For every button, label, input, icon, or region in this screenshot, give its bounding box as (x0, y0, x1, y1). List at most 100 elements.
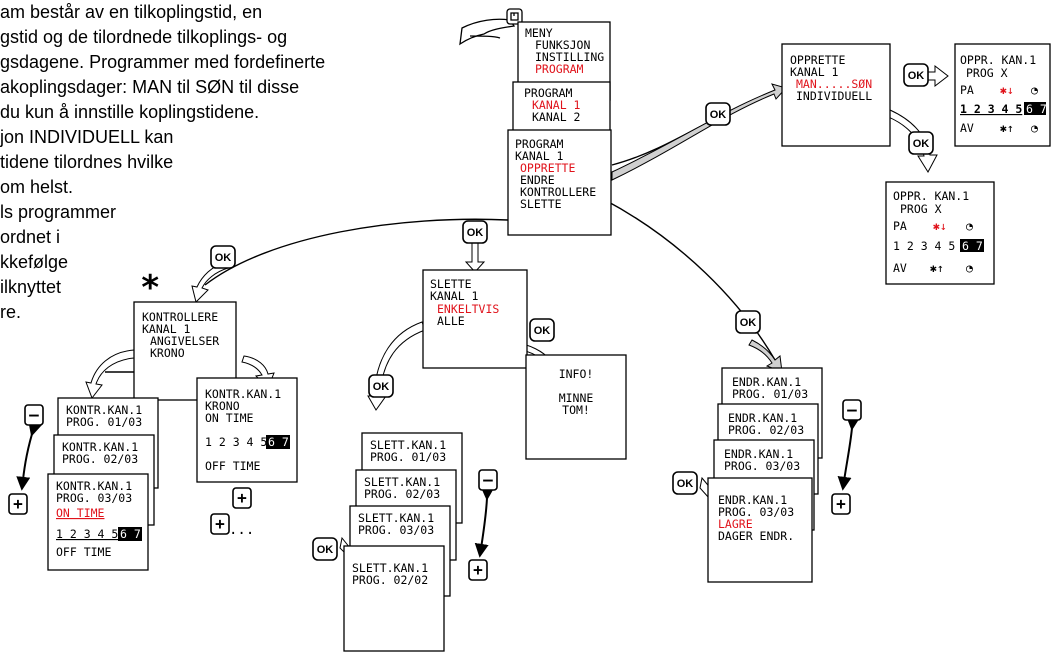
screen-line: 6 7 (1026, 102, 1047, 116)
screen-kontr-3: KONTR.KAN.1 PROG. 03/03 ON TIME 1 2 3 4 … (48, 474, 148, 570)
screen-line: PROG. 02/03 (62, 452, 138, 466)
ok-label: OK (373, 381, 390, 393)
screen-line: PROG X (900, 202, 942, 216)
moon-icon: ✱↑ (1000, 121, 1014, 135)
minus-label: – (847, 400, 857, 419)
ok-button[interactable]: OK (530, 319, 554, 341)
ok-button[interactable]: OK (313, 538, 337, 560)
minus-label: – (29, 405, 39, 424)
scroll-arrow-kontr (22, 434, 32, 488)
plus-label: + (836, 494, 846, 513)
sun-icon: ✱↓ (933, 219, 947, 233)
ok-label: OK (467, 227, 484, 239)
screen-line: TOM! (562, 403, 590, 417)
screen-slett-4: SLETT.KAN.1 PROG. 02/02 (344, 546, 444, 651)
ok-label: OK (908, 70, 925, 82)
hand-press-icon (460, 9, 522, 44)
ok-label: OK (740, 317, 757, 329)
ok-button[interactable]: OK (463, 221, 487, 243)
screen-krono: KONTR.KAN.1 KRONO ON TIME 1 2 3 4 5 6 7 … (197, 378, 297, 482)
screen-line: 1 2 3 4 5 (56, 527, 118, 541)
ok-label: OK (913, 138, 930, 150)
screen-oppr-b: OPPR. KAN.1 PROG X PA ✱↓ ◔ 1 2 3 4 5 6 7… (886, 182, 994, 284)
plus-label: + (237, 488, 247, 507)
scroll-arrow-endr (843, 428, 852, 488)
ellipsis-text: ... (229, 522, 254, 538)
clock-icon: ◔ (1031, 121, 1038, 135)
screen-line: KANAL 1 (430, 289, 479, 303)
screen-line: INFO! (559, 367, 594, 381)
screen-line: PROG X (966, 66, 1008, 80)
arrow-to-slette (466, 240, 484, 272)
ok-label: OK (534, 325, 551, 337)
screen-line: OPPR. KAN.1 (960, 53, 1036, 67)
screen-endr-4: ENDR.KAN.1 PROG. 03/03 LAGRE DAGER ENDR. (708, 478, 812, 582)
ok-button[interactable]: OK (673, 472, 697, 494)
ok-label: OK (677, 478, 694, 490)
screen-program-kanal: PROGRAM KANAL 1 OPPRETTE ENDRE KONTROLLE… (508, 130, 611, 235)
ok-label: OK (710, 109, 727, 121)
plus-button[interactable]: + (469, 560, 487, 580)
plus-label: + (215, 514, 225, 533)
screen-line: OFF TIME (205, 459, 260, 473)
ok-button[interactable]: OK (909, 132, 933, 154)
arrow-to-opprette (612, 84, 786, 180)
screen-line: 1 2 3 4 5 (960, 102, 1022, 116)
ok-button[interactable]: OK (369, 375, 393, 397)
screen-line: 6 7 (120, 527, 141, 541)
clock-icon: ◔ (1031, 83, 1038, 97)
screen-line: SLETTE (520, 197, 562, 211)
screen-line: AV (960, 121, 974, 135)
ok-button[interactable]: OK (211, 246, 235, 268)
screen-line: PROG. 02/03 (728, 423, 804, 437)
screen-line: 6 7 (962, 239, 983, 253)
screen-line: PROG. 02/03 (364, 487, 440, 501)
screen-line: ON TIME (205, 411, 254, 425)
minus-button[interactable]: – (479, 470, 497, 490)
screen-line: DAGER ENDR. (718, 529, 794, 543)
screen-slette: SLETTE KANAL 1 ENKELTVIS ALLE (423, 270, 527, 368)
scroll-arrow-slett (480, 498, 487, 555)
plus-button[interactable]: + (211, 514, 229, 534)
screen-line: 6 7 (268, 435, 289, 449)
ok-button[interactable]: OK (736, 311, 760, 333)
screen-line: PROG. 03/03 (56, 491, 132, 505)
screen-line: OFF TIME (56, 545, 111, 559)
screen-line: PROG. 01/03 (732, 387, 808, 401)
screen-line-selected: PROGRAM (535, 62, 584, 76)
plus-button[interactable]: + (832, 494, 850, 514)
screen-line: INDIVIDUELL (796, 89, 872, 103)
ok-button[interactable]: OK (706, 103, 730, 125)
connector-to-endre (605, 200, 775, 360)
screen-line: PROG. 03/03 (358, 523, 434, 537)
screen-line: KANAL 2 (532, 110, 580, 124)
sun-icon: ✱↓ (1000, 83, 1014, 97)
screen-line: PA (893, 219, 907, 233)
screen-line: 1 2 3 4 5 (893, 239, 955, 253)
screen-line: ALLE (437, 314, 465, 328)
screen-line: KRONO (150, 346, 185, 360)
screen-line: PROG. 02/02 (352, 573, 428, 587)
screen-line: PA (960, 83, 974, 97)
screen-info: INFO! MINNE TOM! (526, 355, 626, 459)
screen-line: 1 2 3 4 5 (205, 435, 267, 449)
screen-opprette: OPPRETTE KANAL 1 MAN.....SØN INDIVIDUELL (782, 44, 890, 146)
plus-button[interactable]: + (9, 494, 27, 514)
moon-icon: ✱↑ (930, 261, 944, 275)
screen-line: PROG. 03/03 (724, 459, 800, 473)
screen-line: PROG. 01/03 (66, 415, 142, 429)
plus-button[interactable]: + (233, 488, 251, 508)
minus-button[interactable]: – (25, 405, 43, 425)
plus-label: + (13, 494, 23, 513)
minus-button[interactable]: – (843, 400, 861, 420)
minus-label: – (483, 470, 493, 489)
asterisk-mark: * (140, 268, 160, 308)
ok-label: OK (317, 544, 334, 556)
screen-line: OPPR. KAN.1 (893, 189, 969, 203)
clock-icon: ◔ (966, 219, 973, 233)
screen-line: AV (893, 261, 907, 275)
screen-oppr-a: OPPR. KAN.1 PROG X PA ✱↓ ◔ 1 2 3 4 5 6 7… (955, 44, 1050, 146)
ok-button[interactable]: OK (904, 64, 928, 86)
arrow-to-kontr-list (86, 350, 134, 398)
